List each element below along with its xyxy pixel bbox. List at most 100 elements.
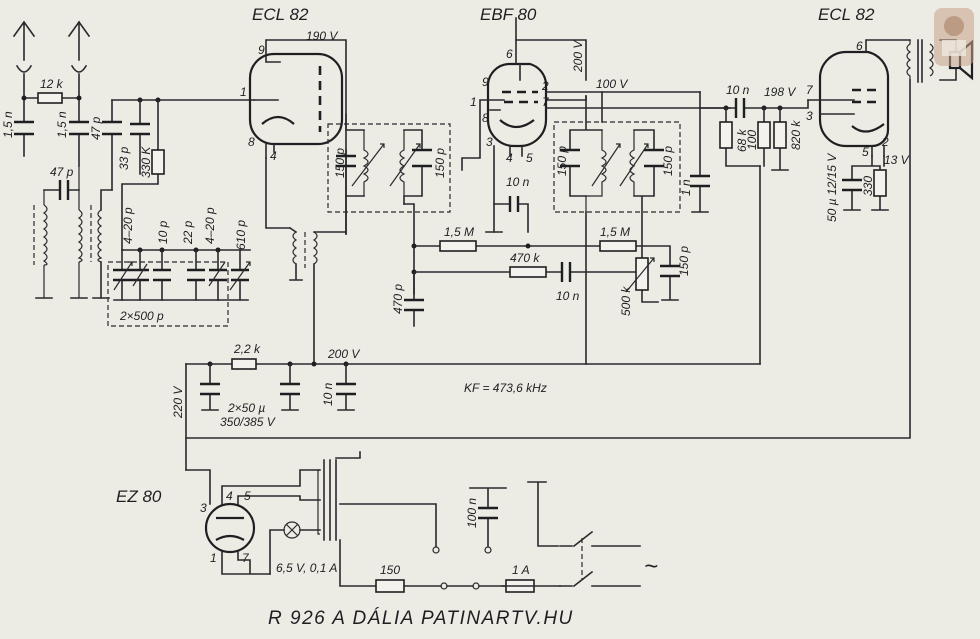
antenna-coil-primary bbox=[77, 209, 83, 263]
pin-3: 3 bbox=[486, 135, 493, 149]
antenna-socket-icon bbox=[15, 64, 88, 73]
variable-capacitor-a bbox=[113, 268, 131, 282]
label-610p: 610 p bbox=[234, 220, 248, 250]
pin-4: 4 bbox=[226, 489, 233, 503]
capacitor-1-5n-left bbox=[14, 120, 34, 136]
label-100n: 100 n bbox=[465, 498, 479, 528]
pin-9: 9 bbox=[258, 43, 265, 57]
label-13v: 13 V bbox=[884, 153, 910, 167]
label-10n-right: 10 n bbox=[726, 83, 750, 97]
label-150p-2: 150 p bbox=[433, 148, 447, 178]
resistor-100 bbox=[757, 121, 771, 149]
if2-coil-primary bbox=[585, 130, 607, 212]
tube-ecl82-left: ECL 82 9 1 8 4 190 V bbox=[240, 5, 347, 235]
pin-6: 6 bbox=[856, 39, 863, 53]
audio-coupling-network: 1 n 10 n 198 V 68 k 100 820 k bbox=[679, 83, 809, 365]
pin-1: 1 bbox=[470, 95, 477, 109]
label-200v-mid: 200 V bbox=[327, 347, 360, 361]
label-68k: 68 k bbox=[735, 128, 749, 152]
label-2x50u-voltage: 350/385 V bbox=[220, 415, 276, 429]
label-47p-top: 47 p bbox=[89, 116, 103, 140]
pin-8: 8 bbox=[482, 111, 489, 125]
tube-cathode bbox=[261, 115, 295, 125]
label-1-5M-a: 1,5 M bbox=[444, 225, 474, 239]
label-150p-1: 150 p bbox=[333, 148, 347, 178]
pin-6: 6 bbox=[506, 47, 513, 61]
output-transformer-secondary bbox=[928, 43, 934, 77]
label-2x500p: 2×500 p bbox=[119, 309, 164, 323]
pin-4: 4 bbox=[270, 149, 277, 163]
label-1-5n-a: 1,5 n bbox=[1, 111, 15, 138]
tube-label-ecl82-left: ECL 82 bbox=[252, 5, 309, 24]
tube-label-ez80: EZ 80 bbox=[116, 487, 162, 506]
label-50u: 50 µ 12/15 V bbox=[825, 153, 839, 222]
label-470p: 470 p bbox=[391, 284, 405, 314]
rectifier-tube-envelope bbox=[204, 502, 256, 554]
tuning-capacitor-bank: 4–20 p 10 p 22 p 4–20 p 610 p 2×500 p bbox=[107, 207, 251, 327]
label-1-5n-b: 1,5 n bbox=[55, 111, 69, 138]
tube-cathode bbox=[851, 123, 885, 133]
pin-9: 9 bbox=[482, 75, 489, 89]
antenna-arrow-icon bbox=[12, 20, 36, 61]
resistor-150 bbox=[375, 579, 405, 593]
label-10n-mid: 10 n bbox=[556, 289, 580, 303]
capacitor-1n bbox=[690, 174, 710, 188]
label-10n-psu: 10 n bbox=[321, 382, 335, 406]
antenna-section: 12 k 1,5 n 1,5 n 47 p 47 p bbox=[1, 20, 122, 299]
capacitor-150p-if1b bbox=[412, 148, 432, 168]
capacitor-47p-top bbox=[102, 120, 122, 136]
capacitor-10n-psu bbox=[336, 382, 356, 396]
pot-wiper-arrow-icon bbox=[625, 257, 655, 293]
tube-cathode bbox=[499, 119, 535, 129]
label-47p-mid: 47 p bbox=[50, 165, 74, 179]
capacitor-10p bbox=[153, 268, 171, 282]
label-150p-3: 150 p bbox=[555, 146, 569, 176]
label-4-20p-b: 4–20 p bbox=[203, 207, 217, 244]
label-190v: 190 V bbox=[306, 29, 338, 43]
capacitor-150p-if1a bbox=[336, 154, 356, 168]
if1-tuning-arrow-icon bbox=[351, 143, 385, 187]
input-coil bbox=[42, 204, 48, 266]
label-22p: 22 p bbox=[181, 220, 195, 245]
capacitor-150p-if2b bbox=[644, 148, 664, 168]
mains-switch[interactable] bbox=[559, 530, 641, 588]
if1-coil-primary bbox=[362, 130, 369, 196]
variable-capacitor-b bbox=[231, 268, 249, 282]
pin-3: 3 bbox=[200, 501, 207, 515]
label-200v-top: 200 V bbox=[571, 40, 585, 73]
label-33p: 33 p bbox=[117, 146, 131, 170]
label-330: 330 bbox=[861, 176, 875, 196]
watermark-logo bbox=[934, 8, 974, 66]
label-12k: 12 k bbox=[40, 77, 64, 91]
label-198v: 198 V bbox=[764, 85, 796, 99]
antenna-coil-secondary bbox=[97, 209, 103, 263]
label-330k: 330 K bbox=[139, 146, 153, 178]
label-100v: 100 V bbox=[596, 77, 628, 91]
if-can-1 bbox=[327, 123, 451, 213]
oscillator-coil bbox=[288, 226, 347, 365]
pin-2: 2 bbox=[541, 79, 549, 93]
pin-7: 7 bbox=[806, 83, 814, 97]
pin-5: 5 bbox=[862, 145, 869, 159]
if1-coil-secondary bbox=[399, 130, 406, 196]
if-transformer-1: 150 p 150 p bbox=[327, 113, 451, 295]
capacitor-50u-cathode bbox=[842, 178, 862, 192]
tube-ebf80: EBF 80 6 9 1 2 7 8 3 4 5 200 V 100 V 10 … bbox=[461, 5, 701, 233]
capacitor-150p-if2a bbox=[560, 148, 580, 168]
terminal-icon bbox=[432, 546, 440, 554]
label-heater: 6,5 V, 0,1 A bbox=[276, 561, 337, 575]
osc-coil-secondary bbox=[312, 231, 318, 265]
resistor-820k bbox=[773, 121, 787, 149]
resistor-12k bbox=[37, 92, 63, 104]
tube-label-ebf80: EBF 80 bbox=[480, 5, 537, 24]
label-1a: 1 A bbox=[512, 563, 530, 577]
label-220v: 220 V bbox=[171, 386, 185, 419]
capacitor-150p-vol bbox=[660, 264, 680, 278]
detector-network: 1,5 M 1,5 M 470 k 10 n 470 p 500 k 150 p… bbox=[391, 225, 691, 395]
resistor-330k bbox=[151, 149, 165, 175]
label-1-5M-b: 1,5 M bbox=[600, 225, 630, 239]
ac-mains-symbol: ~ bbox=[644, 553, 658, 580]
trimmer-arrow-icon bbox=[113, 261, 133, 291]
terminal-icon bbox=[484, 546, 492, 554]
capacitor-33p bbox=[130, 122, 150, 136]
